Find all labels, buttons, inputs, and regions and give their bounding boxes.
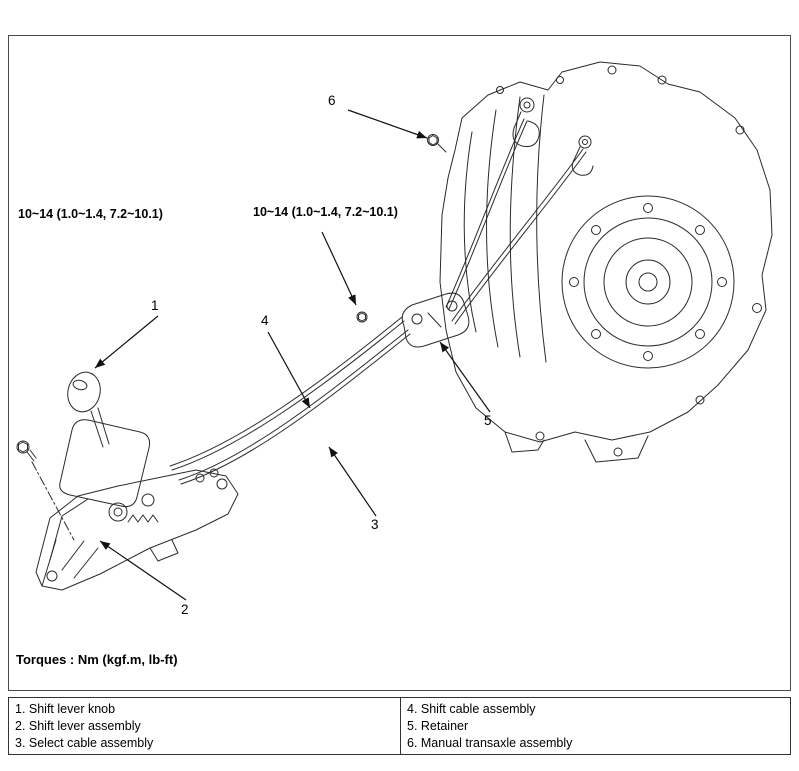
callout-label-4: 4 [261,313,269,328]
torque-label-mid: 10~14 (1.0~1.4, 7.2~10.1) [253,205,398,219]
legend-item-4: 4. Shift cable assembly [407,702,536,716]
torque-units-note: Torques : Nm (kgf.m, lb-ft) [16,652,178,667]
legend-right-column: 4. Shift cable assembly 5. Retainer 6. M… [401,698,790,754]
legend-left-column: 1. Shift lever knob 2. Shift lever assem… [9,698,401,754]
legend-item-2: 2. Shift lever assembly [15,719,141,733]
diagram-panel [8,35,791,691]
legend-item-6: 6. Manual transaxle assembly [407,736,573,750]
legend-table: 1. Shift lever knob 2. Shift lever assem… [8,697,791,755]
callout-label-5: 5 [484,413,492,428]
legend-item-3: 3. Select cable assembly [15,736,154,750]
legend-item-5: 5. Retainer [407,719,469,733]
callout-label-3: 3 [371,517,379,532]
callout-label-1: 1 [151,298,159,313]
torque-label-left: 10~14 (1.0~1.4, 7.2~10.1) [18,207,163,221]
legend-item-1: 1. Shift lever knob [15,702,116,716]
callout-label-6: 6 [328,93,336,108]
callout-label-2: 2 [181,602,189,617]
